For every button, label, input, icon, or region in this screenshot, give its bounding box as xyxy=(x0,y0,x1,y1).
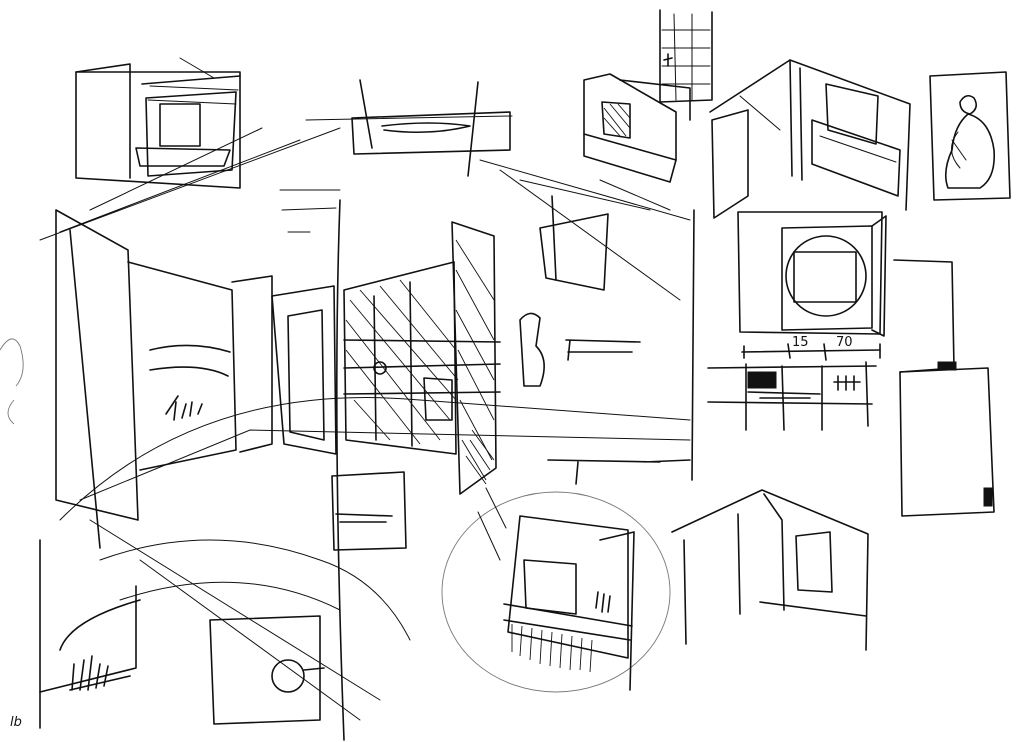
vignette-corner-bottom-right xyxy=(547,459,869,651)
vignette-figure-drawing xyxy=(929,71,1011,201)
vignette-circle-elevation xyxy=(737,211,887,337)
vignette-dimension-plan: 15 70 xyxy=(707,335,881,431)
vignette-bed-area xyxy=(39,471,411,729)
vignette-circled-fireplace xyxy=(441,487,671,693)
vignette-shelf-unit xyxy=(583,73,691,211)
vignette-main-room xyxy=(55,159,695,741)
margin-scribbles xyxy=(0,338,24,425)
vignette-corner-top-right xyxy=(709,59,911,219)
vignette-right-panels xyxy=(893,259,995,517)
dimension-label-15: 15 xyxy=(792,335,809,350)
dimension-label-70: 70 xyxy=(836,335,853,350)
vignette-shelf-top-center xyxy=(279,79,513,233)
vignette-alcove-top-left xyxy=(39,57,341,241)
vignette-glass-cabinet xyxy=(343,195,641,495)
panel-mark-top xyxy=(937,361,957,371)
artist-signature: lb xyxy=(10,715,22,730)
panel-mark-bottom xyxy=(983,487,993,507)
dimension-hatch xyxy=(747,371,777,389)
